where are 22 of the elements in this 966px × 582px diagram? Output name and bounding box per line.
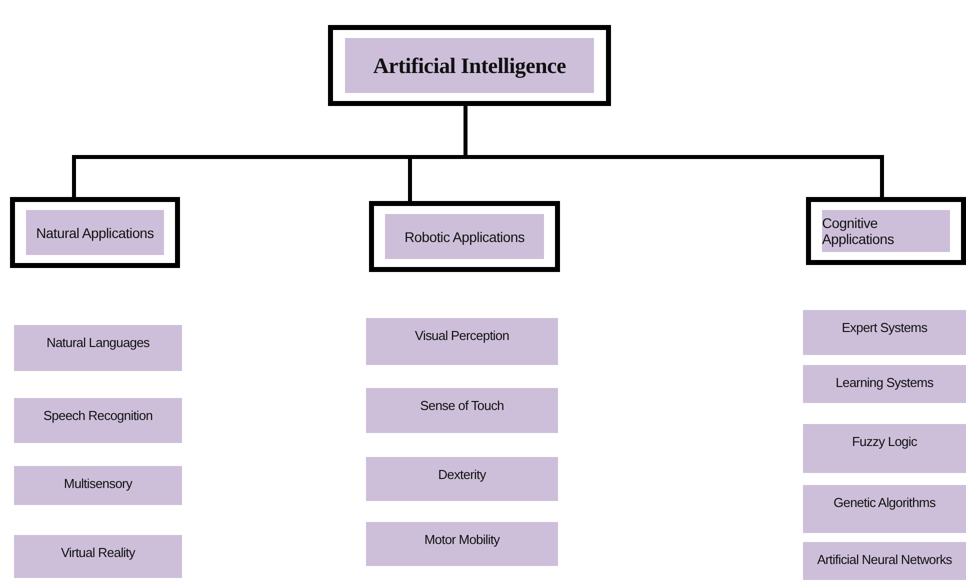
category-box (10, 197, 180, 268)
title-label: Artificial Intelligence (345, 38, 594, 93)
subtopic-box: Multisensory (14, 466, 182, 505)
subtopic-box: Fuzzy Logic (803, 424, 966, 473)
subtopic-box: Dexterity (366, 457, 558, 501)
subtopic-box: Learning Systems (803, 365, 966, 403)
category-box (806, 197, 966, 265)
subtopic-box: Virtual Reality (14, 535, 182, 578)
category-label: Natural Applications (26, 210, 164, 255)
category-label: Cognitive Applications (822, 210, 950, 252)
subtopic-box: Motor Mobility (366, 522, 558, 566)
subtopic-box: Sense of Touch (366, 388, 558, 433)
category-label: Robotic Applications (385, 214, 544, 259)
subtopic-box: Genetic Algorithms (803, 485, 966, 533)
subtopic-box: Speech Recognition (14, 398, 182, 443)
title-box (328, 25, 611, 106)
subtopic-box: Expert Systems (803, 310, 966, 355)
subtopic-box: Visual Perception (366, 318, 558, 365)
category-box (369, 201, 560, 272)
connector-line (464, 106, 884, 197)
subtopic-box: Natural Languages (14, 325, 182, 371)
subtopic-box: Artificial Neural Networks (803, 542, 966, 580)
